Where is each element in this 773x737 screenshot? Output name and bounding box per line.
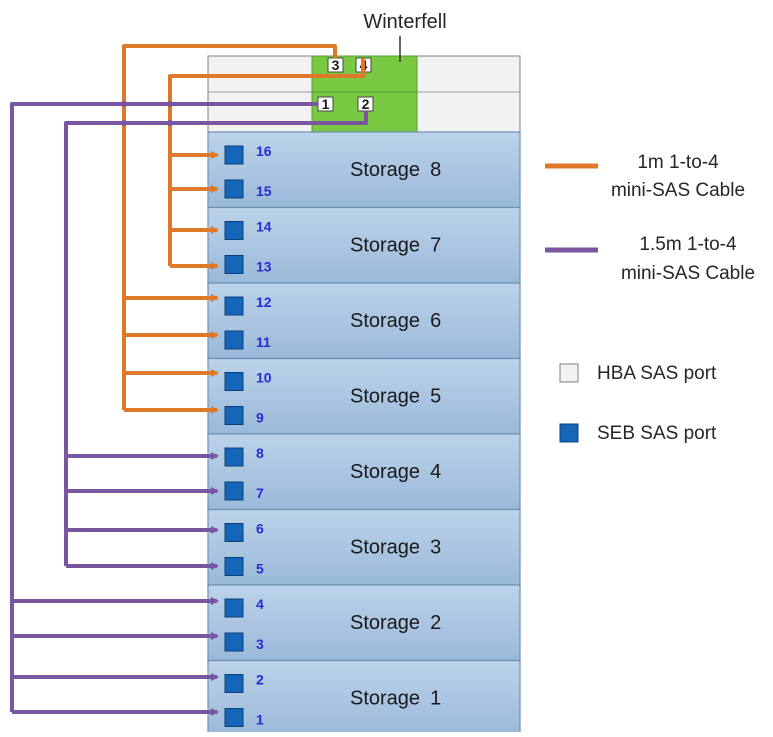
seb-port-12 [224, 296, 244, 316]
legend-purple-line1: 1.5m 1-to-4 [639, 234, 737, 255]
seb-port-label-3: 3 [256, 636, 264, 652]
seb-port-label-4: 4 [256, 596, 264, 612]
seb-port-label-16: 16 [256, 143, 272, 159]
crossing-dot [167, 101, 173, 107]
seb-port-label-11: 11 [256, 334, 271, 350]
seb-port-6 [224, 523, 244, 542]
seb-port-2 [224, 674, 244, 693]
purple-cable-trunk-b [64, 111, 368, 566]
crossing-dot [121, 101, 127, 107]
seb-port-3 [224, 632, 244, 652]
seb-port-1 [224, 708, 244, 727]
seb-port-label-13: 13 [256, 259, 272, 275]
seb-port-9 [224, 406, 244, 425]
orange-cable-trunk-a [122, 44, 337, 410]
purple-cable-trunk-a [10, 102, 318, 712]
seb-port-10 [224, 372, 244, 391]
hba-port-label-2: 2 [362, 96, 370, 112]
seb-port-11 [224, 330, 244, 350]
legend-hba-label: HBA SAS port [597, 363, 717, 384]
seb-port-label-7: 7 [256, 485, 264, 501]
seb-port-15 [224, 179, 244, 199]
seb-port-label-6: 6 [256, 521, 264, 537]
seb-port-label-8: 8 [256, 445, 264, 461]
seb-port-16 [224, 145, 244, 165]
crossing-dot [167, 120, 173, 126]
seb-port-14 [224, 221, 244, 240]
server-title: Winterfell [363, 11, 446, 33]
storage-unit-box [207, 206, 521, 284]
seb-port-label-14: 14 [256, 219, 272, 235]
seb-port-13 [224, 255, 244, 274]
storage-unit-box [207, 131, 521, 209]
crossing-dot [121, 120, 127, 126]
cable-crossings [121, 101, 173, 126]
hba-port-label-3: 3 [332, 57, 340, 73]
legend-hba-swatch [559, 363, 579, 383]
hba-port-label-1: 1 [322, 96, 330, 112]
seb-port-label-10: 10 [256, 370, 272, 386]
legend-purple-line2: mini-SAS Cable [621, 263, 755, 284]
seb-port-label-2: 2 [256, 672, 264, 688]
storage-unit-box [207, 433, 521, 511]
storage-unit-box [207, 584, 521, 662]
storage-unit-box [207, 508, 521, 586]
legend: 1m 1-to-4 mini-SAS Cable 1.5m 1-to-4 min… [545, 152, 755, 444]
orange-cable-trunk-b [168, 58, 365, 266]
storage-unit-box [207, 357, 521, 435]
purple-cables [10, 102, 368, 716]
seb-port-label-12: 12 [256, 294, 272, 310]
seb-port-8 [224, 447, 244, 467]
storage-unit-box [207, 282, 521, 360]
seb-port-7 [224, 481, 244, 501]
seb-port-label-9: 9 [256, 410, 264, 426]
seb-port-label-15: 15 [256, 183, 272, 199]
seb-port-label-1: 1 [256, 712, 264, 728]
seb-port-5 [224, 557, 244, 576]
legend-orange-line1: 1m 1-to-4 [637, 152, 719, 173]
orange-cables [122, 44, 365, 414]
legend-orange-line2: mini-SAS Cable [611, 180, 745, 201]
seb-port-4 [224, 598, 244, 618]
legend-seb-label: SEB SAS port [597, 423, 717, 444]
legend-seb-swatch [559, 423, 579, 443]
storage-unit-box [207, 659, 521, 737]
seb-port-label-5: 5 [256, 561, 264, 577]
